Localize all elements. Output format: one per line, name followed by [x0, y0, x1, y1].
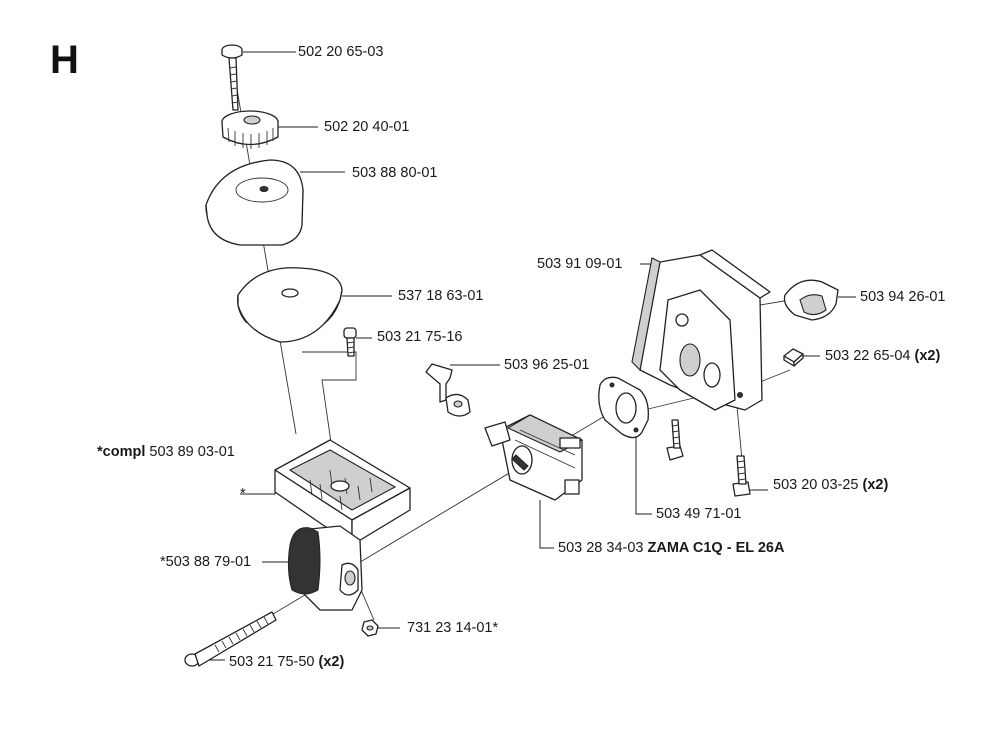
label-choke-link: 503 96 25-01 — [504, 357, 590, 373]
label-long-screw: 503 21 75-50 (x2) — [229, 654, 344, 670]
intake-part — [287, 525, 363, 611]
gasket-part — [598, 376, 649, 439]
label-bolt: 503 20 03-25 (x2) — [773, 477, 888, 493]
label-nut: 731 23 14-01* — [407, 620, 499, 636]
carburetor-part — [484, 414, 584, 501]
choke-link-part — [425, 363, 471, 417]
label-filter: 537 18 63-01 — [398, 288, 484, 304]
label-holder-compl-number: 503 89 03-01 — [149, 444, 235, 460]
square-nut-part — [783, 348, 804, 367]
label-carburetor-model: ZAMA C1Q - EL 26A — [647, 540, 785, 556]
long-screw-part — [184, 611, 277, 667]
label-long-screw-qty: (x2) — [318, 654, 345, 670]
label-filter-holder: *compl 503 89 03-01 — [97, 444, 235, 460]
label-bolt-qty: (x2) — [862, 477, 889, 493]
label-intake: *503 88 79-01 — [160, 554, 252, 570]
filter-part — [237, 267, 343, 343]
cylinder-cover-part — [631, 249, 771, 411]
label-cylinder-cover: 503 91 09-01 — [537, 256, 623, 272]
label-square-nut: 503 22 65-04 (x2) — [825, 348, 940, 364]
filter-screw-part — [343, 327, 357, 357]
bolt-part — [666, 419, 751, 497]
section-letter: H — [50, 38, 79, 82]
label-filter-cover: 503 88 80-01 — [352, 165, 438, 181]
filter-cover-part — [205, 159, 304, 246]
clip-part — [783, 279, 839, 321]
label-filter-screw: 503 21 75-16 — [377, 329, 463, 345]
label-gasket: 503 49 71-01 — [656, 506, 742, 522]
label-bolt-number: 503 20 03-25 — [773, 477, 859, 493]
label-square-nut-qty: (x2) — [914, 348, 941, 364]
screw-top-part — [221, 44, 243, 111]
label-carburetor-number: 503 28 34-03 — [558, 540, 644, 556]
label-holder-compl-prefix: *compl — [97, 444, 146, 460]
label-long-screw-number: 503 21 75-50 — [229, 654, 315, 670]
label-carburetor: 503 28 34-03 ZAMA C1Q - EL 26A — [558, 540, 784, 556]
label-holder-star: * — [240, 486, 246, 502]
nut-part — [361, 619, 379, 637]
label-square-nut-number: 503 22 65-04 — [825, 348, 911, 364]
label-screw-top: 502 20 65-03 — [298, 44, 384, 60]
knob-part — [221, 110, 279, 149]
label-knob: 502 20 40-01 — [324, 119, 410, 135]
label-clip: 503 94 26-01 — [860, 289, 946, 305]
